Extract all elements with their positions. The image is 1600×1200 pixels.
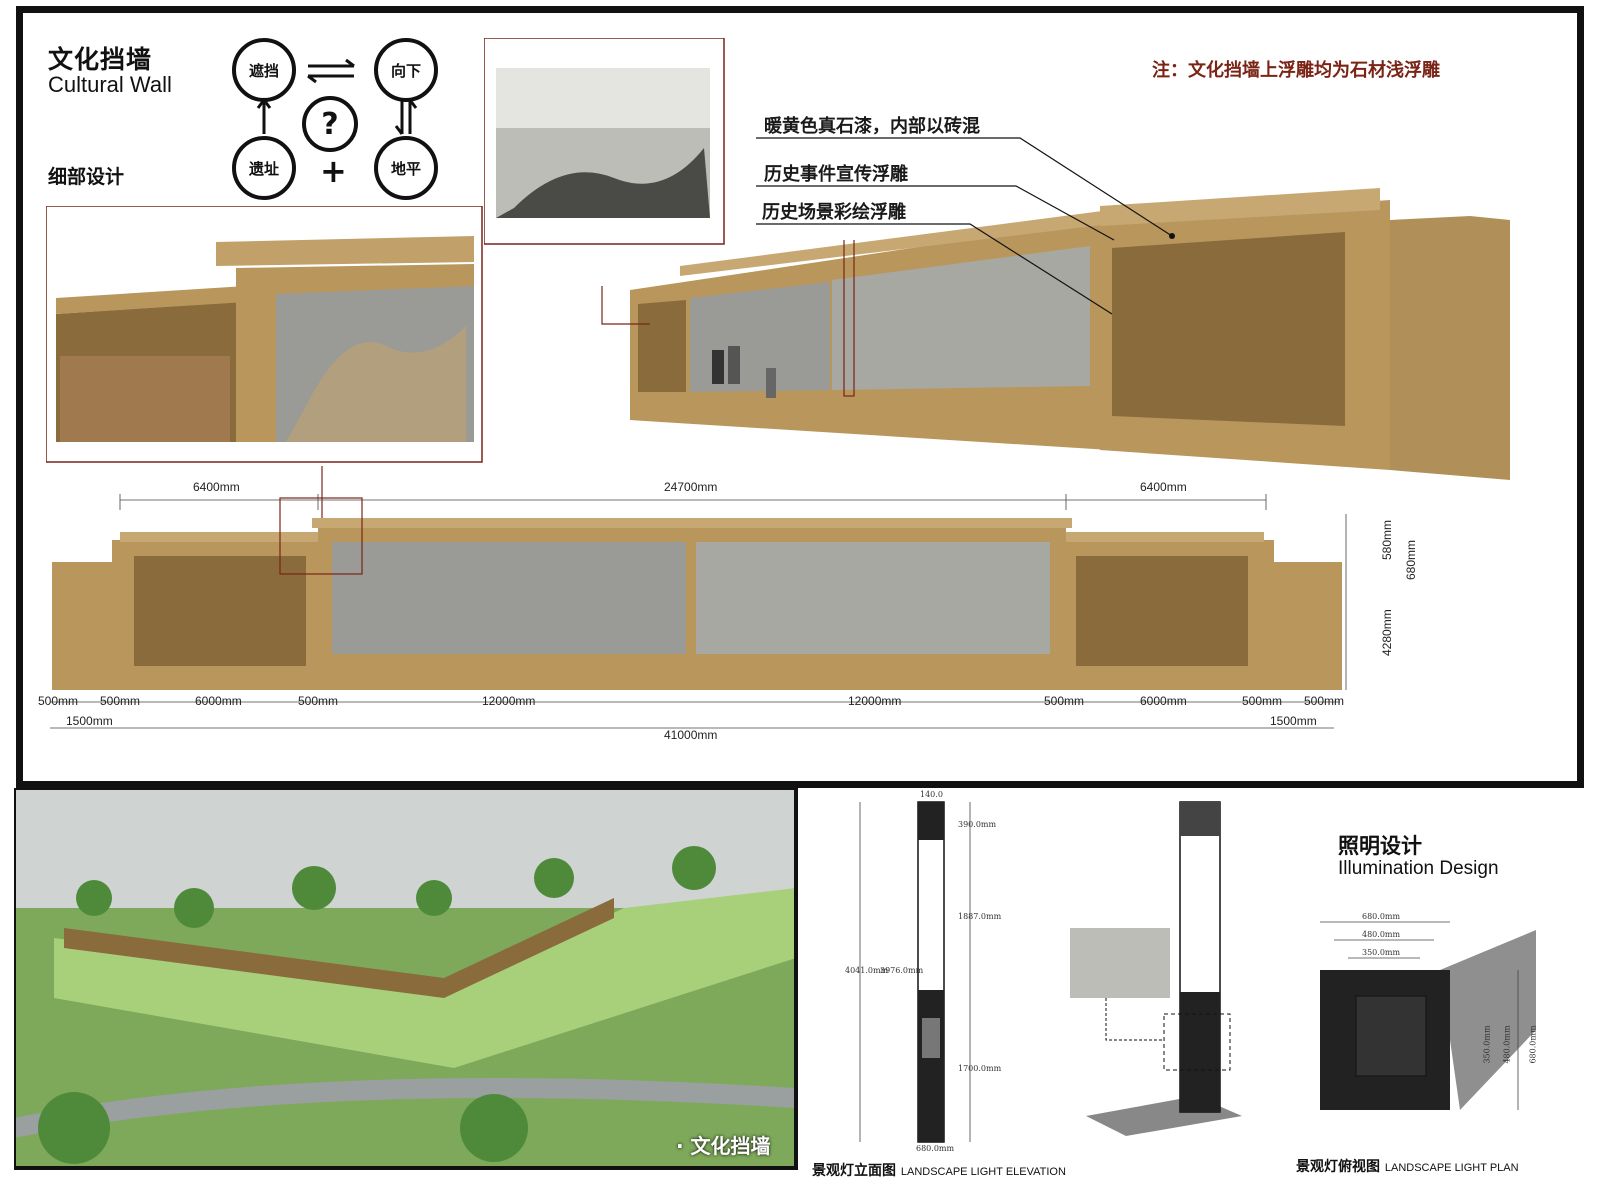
dim-bottom-9: 500mm [1304, 694, 1345, 708]
lp-dim-5: 680.0mm [1528, 1025, 1538, 1064]
dim-height-4280: 4280mm [1380, 609, 1394, 656]
light-plan-caption: 景观灯俯视图 LANDSCAPE LIGHT PLAN [1296, 1156, 1519, 1176]
le-dim-2: 1887.0mm [958, 912, 1002, 921]
dim-bottom-0: 500mm [38, 694, 79, 708]
lp-dim-4: 480.0mm [1502, 1025, 1512, 1064]
title-cn: 文化挡墙 [48, 45, 153, 74]
dim-height-680: 680mm [1404, 539, 1418, 580]
le-dim-1: 390.0mm [958, 820, 997, 829]
title-en: Cultural Wall [48, 72, 172, 97]
detail-inset [46, 206, 483, 463]
callout-scene-relief: 历史场景彩绘浮雕 [762, 202, 906, 223]
callout-leaders [756, 137, 1175, 315]
render-tag: · 文化挡墙 [676, 1134, 771, 1158]
le-dim-3: 4041.0mm [845, 966, 889, 975]
le-dim-4: 3976.0mm [880, 966, 924, 975]
lp-dim-2: 350.0mm [1362, 948, 1401, 957]
callout-paint: 暖黄色真石漆，内部以砖混 [764, 116, 980, 137]
dim-top-center: 24700mm [664, 480, 718, 494]
concept-arrows [256, 58, 418, 135]
dim-bottom-3: 500mm [298, 694, 339, 708]
illumination-title-cn: 照明设计 [1338, 834, 1422, 858]
light-elevation-caption: 景观灯立面图 LANDSCAPE LIGHT ELEVATION [812, 1160, 1066, 1180]
dim-side-right: 1500mm [1270, 714, 1317, 728]
concept-node-ruins: 遗址 [232, 136, 296, 200]
concept-plus: + [320, 152, 347, 190]
dim-bottom-1: 500mm [100, 694, 141, 708]
dim-bottom-2: 6000mm [195, 694, 242, 708]
dim-total: 41000mm [664, 728, 718, 742]
lp-dim-0: 680.0mm [1362, 912, 1401, 921]
light-elevation-caption-en: LANDSCAPE LIGHT ELEVATION [900, 1166, 1066, 1178]
le-dim-5: 1700.0mm [958, 1064, 1002, 1073]
concept-node-downward: 向下 [374, 38, 438, 102]
concept-question: ? [302, 96, 358, 152]
historical-photo-inset [484, 38, 725, 245]
light-elevation-drawing [859, 801, 971, 1143]
dim-bottom-4: 12000mm [482, 694, 536, 708]
light-perspective [1070, 801, 1242, 1136]
dim-height-580: 580mm [1380, 519, 1394, 560]
dim-bottom-8: 500mm [1242, 694, 1283, 708]
illumination-title-en: Illumination Design [1338, 858, 1499, 879]
light-elevation-caption-cn: 景观灯立面图 [812, 1163, 896, 1179]
wall-elevation [50, 494, 1347, 729]
inset-connectors [321, 240, 855, 524]
dim-bottom-6: 500mm [1044, 694, 1085, 708]
lp-dim-3: 350.0mm [1482, 1025, 1492, 1064]
park-rendering [14, 788, 798, 1170]
detail-design-label: 细部设计 [48, 166, 125, 188]
le-dim-0: 140.0 [920, 790, 943, 799]
dim-side-left: 1500mm [66, 714, 113, 728]
light-plan-drawing [1320, 921, 1536, 1110]
light-plan-caption-cn: 景观灯俯视图 [1296, 1159, 1380, 1175]
concept-node-ground: 地平 [374, 136, 438, 200]
material-note: 注：文化挡墙上浮雕均为石材浅浮雕 [1152, 60, 1440, 81]
dim-bottom-7: 6000mm [1140, 694, 1187, 708]
light-plan-caption-en: LANDSCAPE LIGHT PLAN [1384, 1162, 1519, 1174]
dim-top-right: 6400mm [1140, 480, 1187, 494]
wall-perspective [630, 188, 1510, 480]
callout-event-relief: 历史事件宣传浮雕 [764, 164, 908, 185]
dim-bottom-5: 12000mm [848, 694, 902, 708]
le-dim-6: 680.0mm [916, 1144, 955, 1153]
dim-top-left: 6400mm [193, 480, 240, 494]
lp-dim-1: 480.0mm [1362, 930, 1401, 939]
